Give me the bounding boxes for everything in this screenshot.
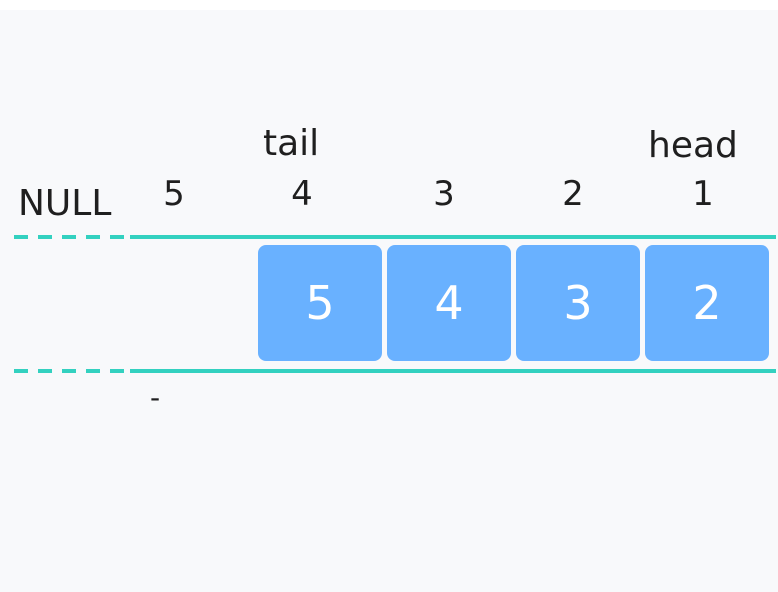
- queue-slot: 3: [516, 245, 640, 361]
- head-pointer-label: head: [648, 125, 738, 166]
- bottom-rail-dashed: [14, 369, 128, 373]
- null-label: NULL: [18, 183, 112, 224]
- queue-slot: 4: [387, 245, 511, 361]
- index-label: 3: [433, 174, 455, 214]
- tail-pointer-label: tail: [263, 123, 320, 164]
- index-label: 5: [163, 174, 185, 214]
- index-label: 4: [291, 174, 313, 214]
- queue-slot: 5: [258, 245, 382, 361]
- index-label: 1: [692, 174, 714, 214]
- queue-slot: 2: [645, 245, 769, 361]
- bottom-mark: -: [150, 381, 161, 414]
- top-band: [0, 0, 778, 10]
- top-rail: [130, 235, 776, 239]
- bottom-rail: [130, 369, 776, 373]
- index-label: 2: [562, 174, 584, 214]
- top-rail-dashed: [14, 235, 128, 239]
